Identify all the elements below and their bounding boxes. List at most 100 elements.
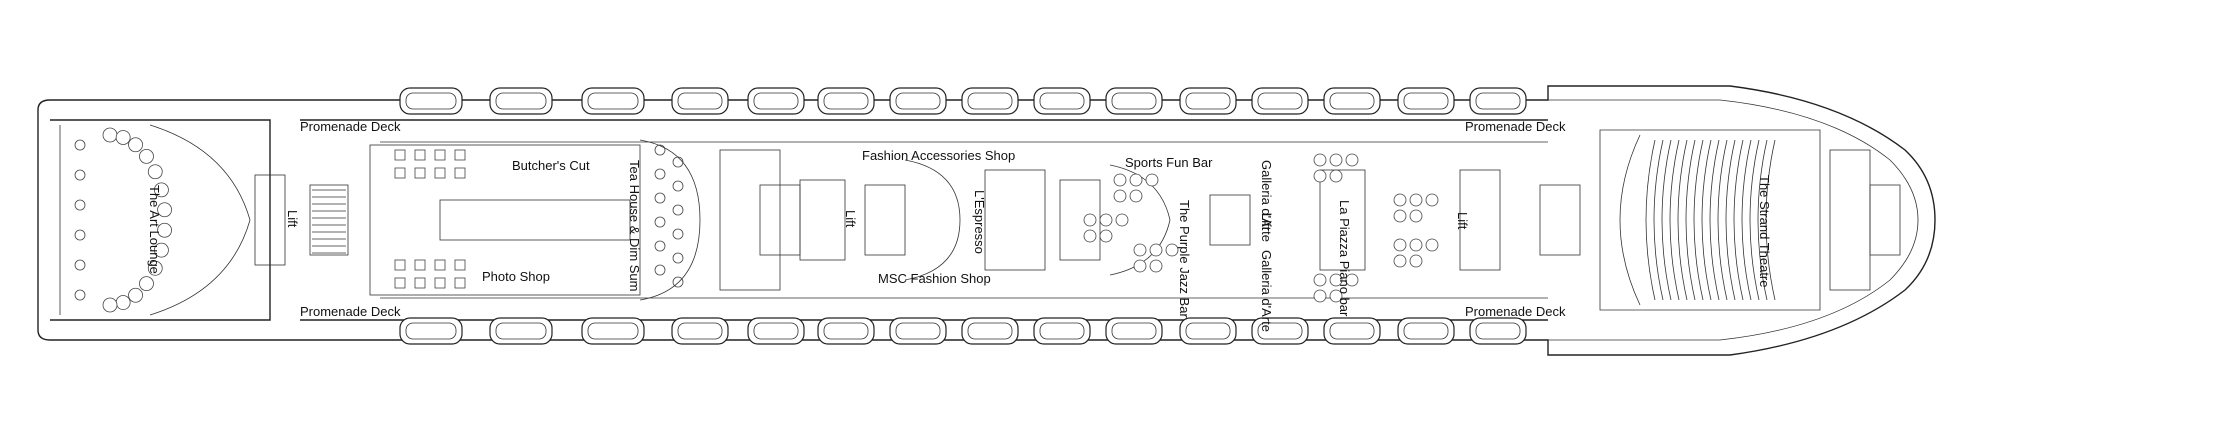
lounge-table <box>1329 169 1343 183</box>
lifeboat <box>1251 317 1309 345</box>
tea-house-table <box>654 192 666 204</box>
lifeboat-inner <box>895 322 941 340</box>
lounge-table <box>1165 243 1179 257</box>
restaurant-table <box>394 259 406 271</box>
lifeboat-inner <box>1403 92 1449 110</box>
lifeboat <box>1323 317 1381 345</box>
lift-block-aft <box>254 174 349 266</box>
hull-inner <box>1548 99 1919 341</box>
tea-house-table <box>672 204 684 216</box>
theatre-seat-row <box>1765 139 1776 301</box>
lounge-table <box>1099 213 1113 227</box>
lounge-table <box>1313 169 1327 183</box>
tea-house-table <box>654 240 666 252</box>
restaurant-table <box>454 149 466 161</box>
lounge-chair <box>154 182 169 198</box>
lifeboat-inner <box>753 92 799 110</box>
tea-house-table <box>672 252 684 264</box>
tea-house-table <box>654 168 666 180</box>
restaurant-table <box>414 277 426 289</box>
lifeboat <box>581 317 645 345</box>
lounge-chair <box>102 297 118 313</box>
theatre-seat-row <box>1717 139 1728 301</box>
tea-house-table <box>654 144 666 156</box>
restaurant-table <box>434 167 446 179</box>
lifeboat <box>671 87 729 115</box>
theatre-seat-row <box>1749 139 1760 301</box>
lounge-table <box>1329 273 1343 287</box>
lifeboat <box>1251 87 1309 115</box>
lifeboat <box>1105 317 1163 345</box>
strand-theatre-label: The Strand Theatre <box>1757 175 1772 288</box>
lounge-table <box>1129 189 1143 203</box>
lespresso-label: L'Espresso <box>972 190 987 254</box>
lounge-table <box>1149 259 1163 273</box>
lounge-table <box>1099 229 1113 243</box>
art-lounge-label: The Art Lounge <box>147 185 162 274</box>
lifeboat <box>1033 317 1091 345</box>
lounge-table <box>1133 243 1147 257</box>
lounge-table <box>1113 173 1127 187</box>
lounge-chair <box>74 199 86 211</box>
lounge-table <box>1329 153 1343 167</box>
tea-house-label: Tea House & Dim Sum <box>627 160 642 292</box>
lifeboat <box>889 317 947 345</box>
lifeboat <box>961 317 1019 345</box>
lifeboat-inner <box>895 92 941 110</box>
restaurant-table <box>414 149 426 161</box>
lounge-table <box>1149 243 1163 257</box>
lounge-table <box>1345 273 1359 287</box>
lifeboat <box>747 87 805 115</box>
restaurant-table <box>434 259 446 271</box>
lifeboat <box>1179 87 1237 115</box>
purple-jazz-label: The Purple Jazz Bar <box>1177 200 1192 318</box>
lifeboat-inner <box>967 322 1013 340</box>
lifeboat-inner <box>1329 92 1375 110</box>
lifeboat <box>671 317 729 345</box>
msc-fashion-label: MSC Fashion Shop <box>878 271 991 286</box>
lounge-table <box>1409 209 1423 223</box>
lifeboat-inner <box>1257 322 1303 340</box>
theatre-seat-row <box>1741 139 1752 301</box>
lounge-table <box>1345 153 1359 167</box>
lifeboat <box>961 87 1019 115</box>
tea-house-table <box>654 264 666 276</box>
lounge-table <box>1409 254 1423 268</box>
lift-label-aft: Lift <box>285 210 300 228</box>
lifeboat <box>889 87 947 115</box>
galleria-label-top: Galleria d'Arte <box>1259 160 1274 242</box>
lifeboat <box>581 87 645 115</box>
restaurant-table <box>414 167 426 179</box>
lifeboat <box>1323 87 1381 115</box>
lounge-table <box>1083 229 1097 243</box>
restaurant-table <box>434 277 446 289</box>
theatre-seat-row <box>1757 139 1768 301</box>
tea-house-table <box>672 180 684 192</box>
lifeboat-inner <box>677 322 723 340</box>
lift-label-fwd-1: Lift <box>1259 213 1274 231</box>
lounge-chair <box>102 127 118 143</box>
restaurant-table <box>454 167 466 179</box>
lounge-chair <box>74 229 86 241</box>
lounge-table <box>1393 209 1407 223</box>
lifeboat-inner <box>1111 92 1157 110</box>
lounge-chair <box>74 169 86 181</box>
lifeboat-inner <box>1039 92 1085 110</box>
lifeboat <box>1469 317 1527 345</box>
lifeboat-inner <box>587 92 639 110</box>
lifeboat <box>489 317 553 345</box>
lounge-table <box>1393 254 1407 268</box>
lounge-chair <box>74 259 86 271</box>
lounge-table <box>1313 153 1327 167</box>
lifeboat-inner <box>1475 322 1521 340</box>
lifeboat <box>817 317 875 345</box>
restaurant-table <box>394 149 406 161</box>
lifeboat-inner <box>495 92 547 110</box>
lounge-table <box>1133 259 1147 273</box>
lifeboats-bottom <box>399 317 1527 345</box>
restaurant-area <box>369 139 701 301</box>
promenade-label-aft-bottom: Promenade Deck <box>300 304 401 319</box>
lounge-chair <box>147 260 163 276</box>
lifeboat <box>399 317 463 345</box>
